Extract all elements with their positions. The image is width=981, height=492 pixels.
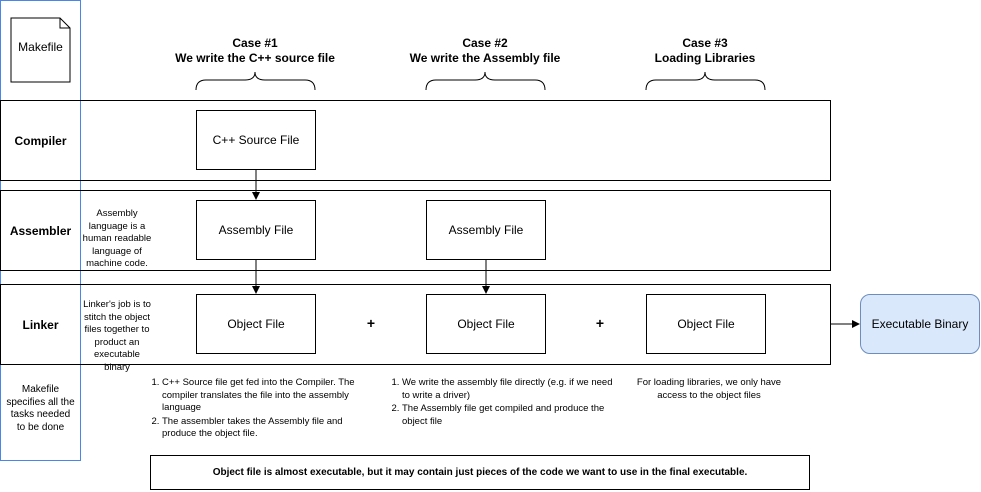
- case-1-header: Case #1 We write the C++ source file: [160, 36, 350, 66]
- case-1-steps: C++ Source file get fed into the Compile…: [146, 377, 374, 442]
- case-2-step-1: We write the assembly file directly (e.g…: [402, 377, 622, 402]
- footer-note-text: Object file is almost executable, but it…: [212, 467, 748, 478]
- case-1-step-1: C++ Source file get fed into the Compile…: [162, 377, 374, 415]
- executable-binary-node: Executable Binary: [860, 294, 980, 354]
- case-2-header: Case #2 We write the Assembly file: [390, 36, 580, 66]
- linker-lane-note: Linker's job is to stitch the object fil…: [83, 299, 151, 373]
- case-2-steps: We write the assembly file directly (e.g…: [386, 377, 622, 429]
- case-1-subtitle: We write the C++ source file: [175, 51, 335, 65]
- case-3-note: For loading libraries, we only have acce…: [636, 377, 782, 401]
- case-2-step-2: The Assembly file get compiled and produ…: [402, 403, 622, 428]
- makefile-doc-label: Makefile: [18, 40, 63, 54]
- cpp-source-file-node: C++ Source File: [196, 110, 316, 170]
- case-2-brace: [425, 71, 546, 91]
- plus-operator-1: +: [366, 315, 376, 331]
- case-1-brace: [195, 71, 316, 91]
- object-file-node-2: Object File: [426, 294, 546, 354]
- makefile-description: Makefile specifies all the tasks needed …: [6, 384, 75, 433]
- case-3-title: Case #3: [682, 36, 728, 50]
- case-1-step-2: The assembler takes the Assembly file an…: [162, 416, 374, 441]
- footer-note: Object file is almost executable, but it…: [150, 455, 810, 490]
- plus-operator-2: +: [595, 315, 605, 331]
- object-file-node-3: Object File: [646, 294, 766, 354]
- object-file-node-1: Object File: [196, 294, 316, 354]
- compiler-lane-label: Compiler: [14, 133, 67, 148]
- case-3-subtitle: Loading Libraries: [654, 51, 756, 65]
- assembler-lane-label: Assembler: [9, 223, 72, 238]
- makefile-document-fold: [59, 18, 70, 29]
- case-1-title: Case #1: [232, 36, 278, 50]
- case-2-subtitle: We write the Assembly file: [409, 51, 561, 65]
- linker-lane: [0, 284, 831, 365]
- makefile-document-shape: [10, 17, 71, 83]
- case-3-header: Case #3 Loading Libraries: [610, 36, 800, 66]
- assembly-file-node-2: Assembly File: [426, 200, 546, 260]
- assembly-file-node-1: Assembly File: [196, 200, 316, 260]
- linker-lane-label: Linker: [22, 317, 59, 332]
- case-3-brace: [645, 71, 766, 91]
- case-2-title: Case #2: [462, 36, 508, 50]
- compiler-lane: [0, 100, 831, 181]
- assembler-lane: [0, 190, 831, 271]
- assembler-lane-note: Assembly language is a human readable la…: [82, 208, 152, 269]
